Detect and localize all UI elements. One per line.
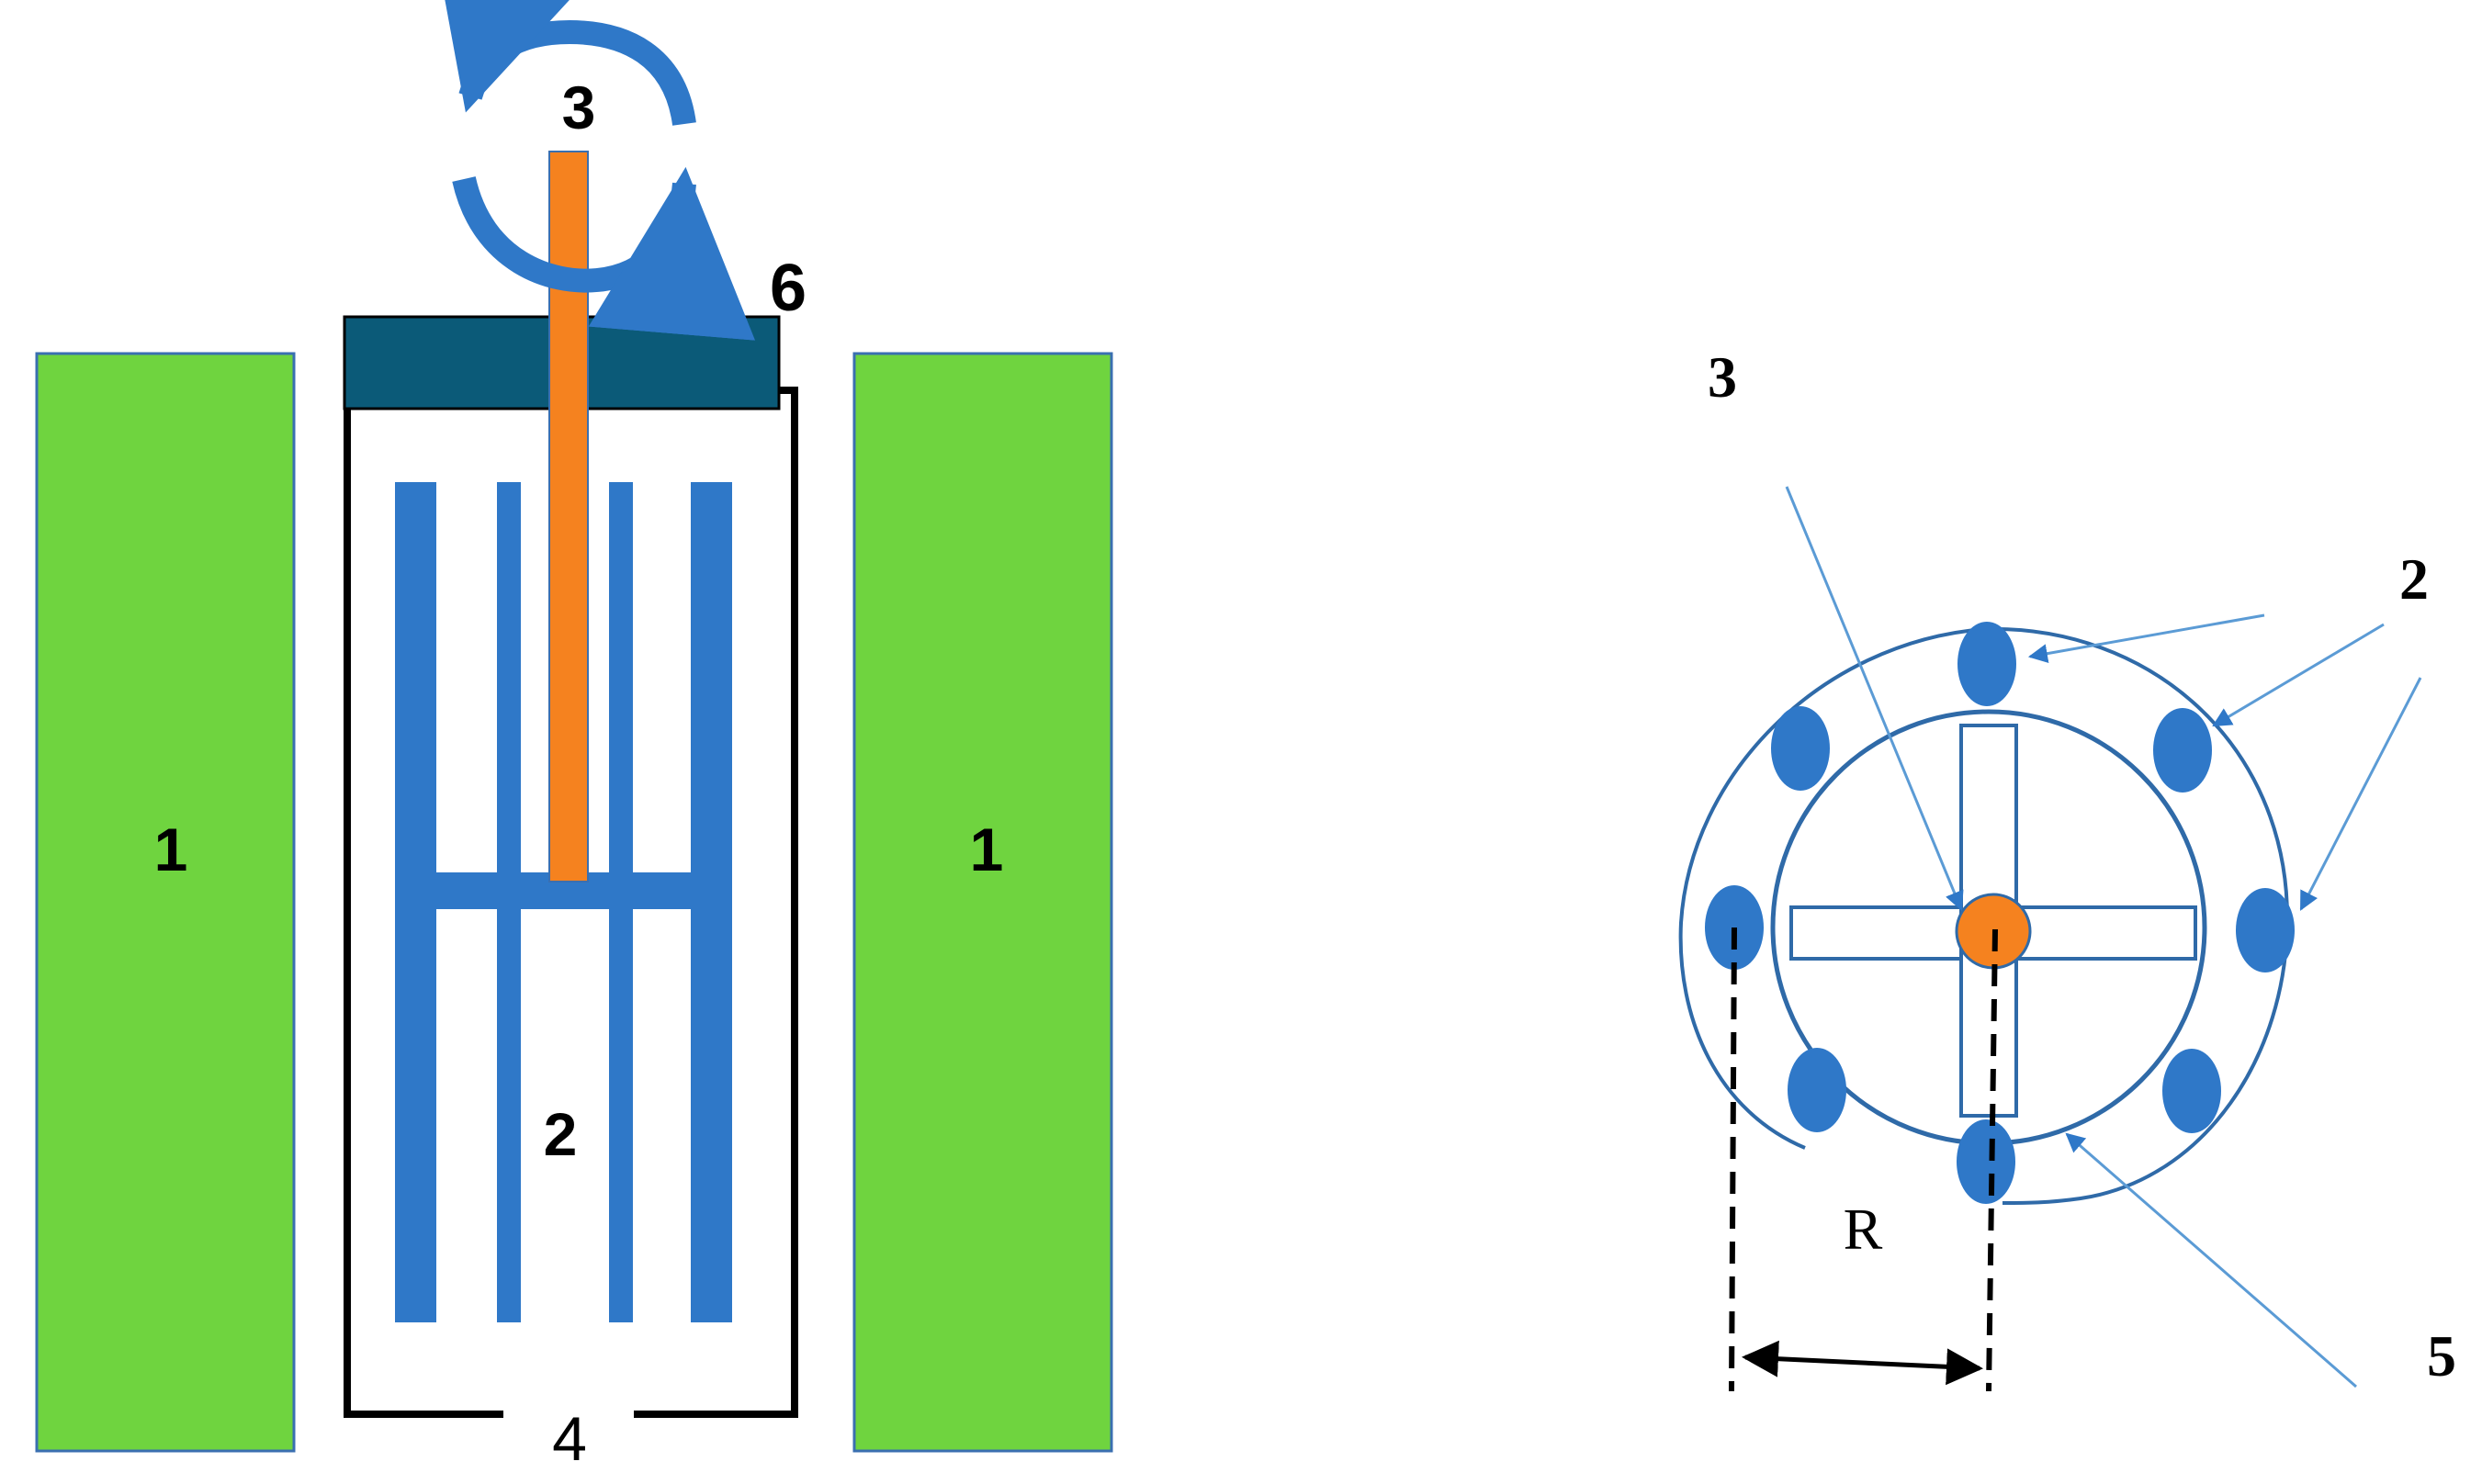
radius-label: R [1844, 1197, 1883, 1262]
crucible-label: 4 [552, 1404, 587, 1474]
leader-shaft [1785, 486, 1964, 911]
heater-left-label: 1 [154, 815, 188, 883]
side-view: 1 1 4 2 6 3 [35, 0, 1113, 1474]
heater-left [35, 352, 296, 1453]
leader-ring [2065, 1132, 2357, 1388]
shaft [548, 151, 589, 883]
radius-dash-left [1729, 927, 1737, 1392]
top-electrodes-label: 2 [2399, 546, 2429, 612]
outer-ring [1678, 626, 2290, 1205]
top-view: 3 2 5 R [1678, 344, 2456, 1392]
rotation-arrow-top [432, 0, 696, 127]
electrode-outer-right [691, 482, 732, 1322]
rotation-arrow-bottom [452, 166, 755, 341]
electrode-dot-top [1957, 622, 2016, 706]
electrode-dot-top-left [1771, 706, 1830, 791]
leader-electrode-3 [2299, 677, 2422, 911]
electrode-outer-left [395, 482, 436, 1322]
radius-arrow [1742, 1340, 1983, 1386]
lid-label: 6 [770, 252, 807, 325]
heater-right-label: 1 [970, 815, 1004, 883]
leader-electrode-2 [2212, 623, 2385, 727]
top-shaft-label: 3 [1708, 344, 1737, 410]
crucible-outline [344, 387, 798, 1418]
heater-right [852, 352, 1113, 1453]
electrode-dot-bottom-right [2162, 1049, 2221, 1133]
electrodes-label: 2 [544, 1100, 578, 1168]
electrode-dot-bottom [1957, 1119, 2015, 1204]
radius-dash-right [1986, 928, 1998, 1392]
electrode-dot-right [2236, 888, 2295, 972]
leader-electrode-1 [2027, 613, 2265, 664]
shaft-label: 3 [562, 73, 596, 141]
electrode-dot-bottom-left [1788, 1048, 1846, 1132]
ring-label: 5 [2427, 1323, 2456, 1388]
electrode-dot-top-right [2153, 708, 2212, 793]
